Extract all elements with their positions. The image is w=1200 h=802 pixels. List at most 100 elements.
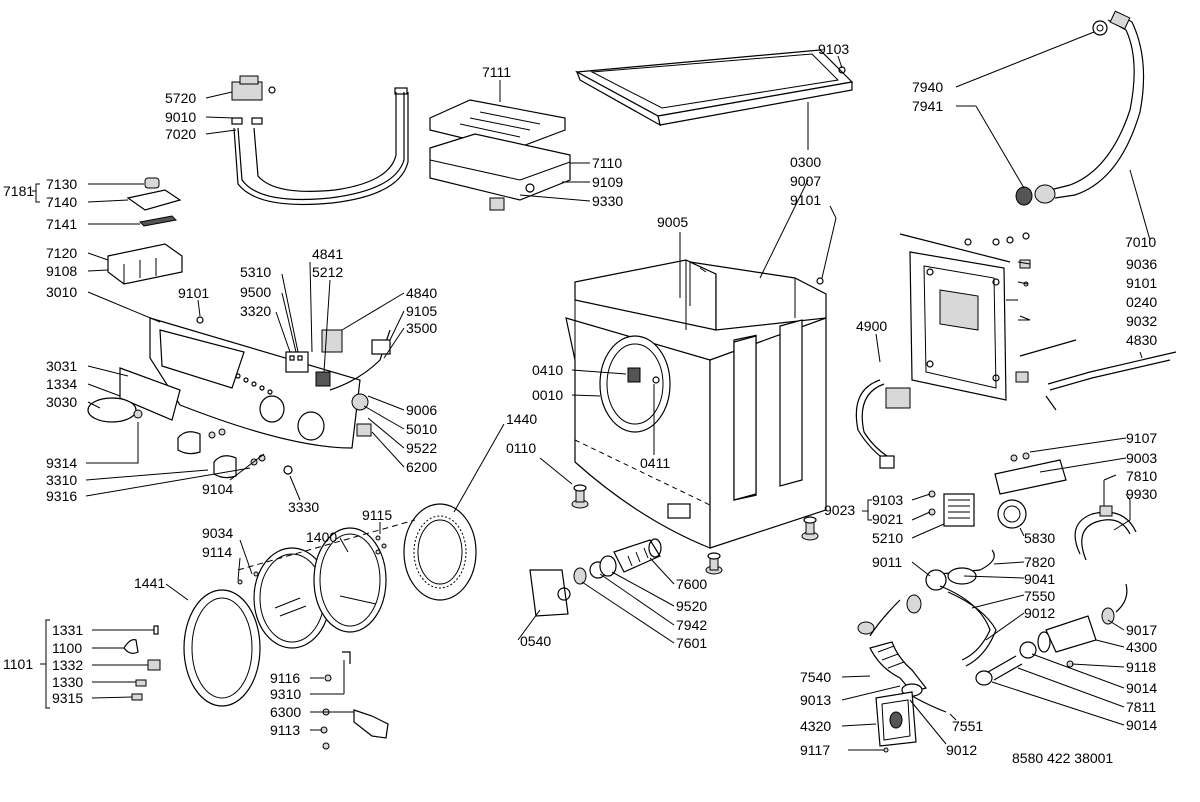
feet-part (571, 484, 819, 575)
part-label: 7941 (912, 98, 944, 114)
part-label: 9013 (800, 692, 832, 708)
part-label: 0410 (532, 362, 564, 378)
part-label: 3320 (240, 303, 272, 319)
part-label: 1100 (52, 640, 83, 656)
part-label: 9109 (592, 174, 624, 190)
part-label: 9500 (240, 284, 272, 300)
part-label: 4300 (1126, 639, 1158, 655)
door-lock-parts (123, 625, 161, 701)
part-label: 9117 (800, 742, 831, 758)
part-label: 0240 (1126, 294, 1158, 310)
part-label: 4830 (1126, 332, 1158, 348)
part-label: 9036 (1126, 256, 1158, 272)
part-label: 9006 (406, 402, 438, 418)
part-label: 9113 (270, 722, 301, 738)
part-label: 1441 (134, 575, 166, 591)
rear-panel-part (899, 232, 1177, 411)
part-label: 9115 (362, 507, 393, 523)
part-label: 9032 (1126, 313, 1158, 329)
top-lid-part (574, 49, 854, 127)
part-label: 9010 (165, 109, 197, 125)
part-label: 1330 (52, 674, 84, 690)
part-label: 9315 (52, 690, 84, 706)
part-label: 7110 (592, 155, 623, 171)
door-rings-part (183, 503, 477, 707)
part-label: 0010 (532, 387, 564, 403)
part-label: 7141 (46, 216, 78, 232)
part-label: 4320 (800, 718, 832, 734)
part-label: 0110 (506, 440, 537, 456)
part-label: 5720 (165, 90, 197, 106)
part-label: 0540 (520, 633, 552, 649)
part-label: 1101 (3, 656, 34, 672)
part-label: 9520 (676, 598, 708, 614)
part-label: 0300 (790, 154, 822, 170)
part-label: 1334 (46, 376, 78, 392)
part-label: 7130 (46, 176, 78, 192)
part-label: 9005 (657, 214, 689, 230)
part-label: 9118 (1126, 659, 1157, 675)
pressure-switch-bracket (928, 452, 1067, 529)
part-label: 9011 (872, 554, 903, 570)
knobs-part (87, 367, 293, 479)
part-label: 5210 (872, 530, 904, 546)
part-label: 5310 (240, 264, 272, 280)
part-label: 7811 (1126, 699, 1157, 715)
control-module-part (285, 329, 391, 437)
pump-hoses-part (857, 549, 1128, 753)
part-label: 9104 (202, 481, 234, 497)
part-label: 9012 (946, 742, 978, 758)
mains-cable-part (855, 379, 911, 469)
part-label: 6200 (406, 459, 438, 475)
part-label: 7810 (1126, 468, 1158, 484)
part-label: 9014 (1126, 680, 1158, 696)
part-label: 7020 (165, 126, 197, 142)
part-label: 5010 (406, 421, 438, 437)
part-label: 9116 (270, 670, 301, 686)
part-label: 7601 (676, 635, 708, 651)
part-label: 9103 (872, 492, 904, 508)
part-label: 7010 (1125, 234, 1157, 250)
part-label: 7820 (1024, 554, 1056, 570)
part-label: 9522 (406, 440, 438, 456)
detergent-drawer-part (107, 177, 183, 285)
leader-lines (32, 31, 1151, 751)
inlet-hose-part (1015, 10, 1145, 206)
part-label: 9007 (790, 173, 822, 189)
part-label: 7111 (482, 64, 512, 80)
part-label: 7551 (952, 718, 984, 734)
document-number: 8580 422 38001 (1012, 750, 1114, 766)
part-label: 9034 (202, 525, 234, 541)
part-label: 9023 (824, 502, 856, 518)
part-label: 9310 (270, 686, 302, 702)
part-label: 7942 (676, 617, 708, 633)
part-label: 9041 (1024, 571, 1056, 587)
drain-hose-part (1074, 505, 1137, 561)
part-label: 9103 (818, 41, 850, 57)
part-label: 9101 (1126, 275, 1158, 291)
part-label: 3010 (46, 284, 78, 300)
part-label: 3030 (46, 394, 78, 410)
part-label: 7120 (46, 245, 78, 261)
part-label: 4900 (856, 318, 888, 334)
cabinet-part (565, 259, 827, 549)
part-label: 9107 (1126, 430, 1158, 446)
part-label: 7540 (800, 669, 832, 685)
part-label: 9003 (1126, 450, 1158, 466)
part-label: 1332 (52, 657, 84, 673)
part-label: 9017 (1126, 622, 1158, 638)
part-label: 7940 (912, 79, 944, 95)
part-label: 5830 (1024, 530, 1056, 546)
part-label: 9108 (46, 263, 78, 279)
control-panel-part (149, 316, 361, 449)
dispenser-housing-part (429, 99, 571, 211)
part-label: 9930 (1126, 486, 1158, 502)
part-label: 9101 (178, 285, 210, 301)
part-label: 9101 (790, 192, 822, 208)
part-label: 9021 (872, 511, 904, 527)
part-label: 1440 (506, 411, 538, 427)
part-label: 1400 (306, 529, 338, 545)
part-label: 3500 (406, 320, 438, 336)
